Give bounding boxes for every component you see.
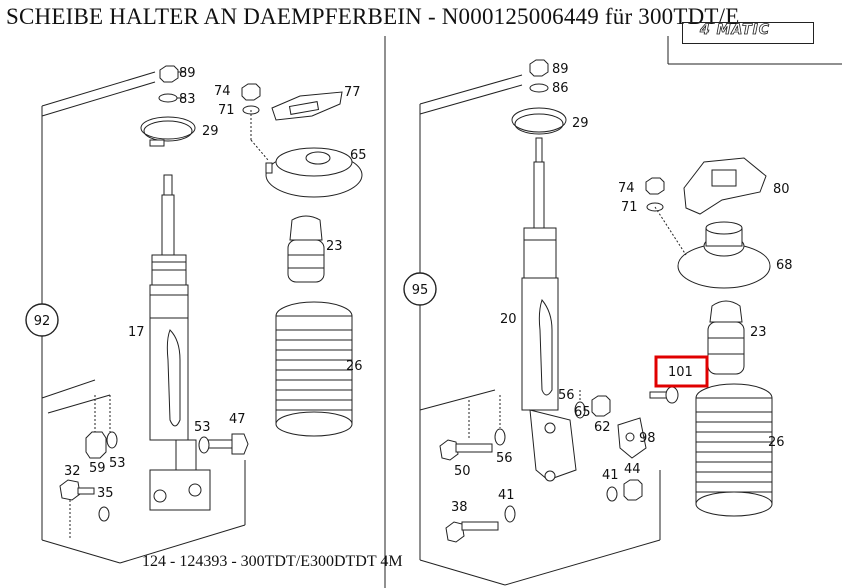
right-label-56a: 56 — [558, 388, 575, 403]
left-label-53b: 53 — [109, 456, 126, 471]
left-label-29: 29 — [202, 124, 219, 139]
4matic-logo — [682, 22, 814, 44]
right-label-50: 50 — [454, 464, 471, 479]
frame-lines — [41, 36, 842, 588]
page-title: SCHEIBE HALTER AN DAEMPFERBEIN - N000125… — [6, 4, 740, 29]
left-label-47: 47 — [229, 412, 246, 427]
right-label-98: 98 — [639, 431, 656, 446]
left-label-83: 83 — [179, 92, 196, 107]
right-label-38: 38 — [451, 500, 468, 515]
left-leader-lines — [69, 110, 269, 540]
right-label-41a: 41 — [602, 468, 619, 483]
left-label-65: 65 — [350, 148, 367, 163]
right-group-number: 95 — [412, 283, 429, 298]
right-label-26: 26 — [768, 435, 785, 450]
highlight-box-101 — [654, 355, 709, 388]
right-label-89: 89 — [552, 62, 569, 77]
right-label-86: 86 — [552, 81, 569, 96]
left-label-26: 26 — [346, 359, 363, 374]
right-label-71: 71 — [621, 200, 638, 215]
right-group-circle — [403, 272, 437, 306]
right-label-80: 80 — [773, 182, 790, 197]
right-label-23: 23 — [750, 325, 767, 340]
right-leader-lines — [468, 206, 687, 440]
left-bellows-ribs — [276, 329, 352, 411]
right-label-44: 44 — [624, 462, 641, 477]
left-label-23: 23 — [326, 239, 343, 254]
right-label-41b: 41 — [498, 488, 515, 503]
right-label-74: 74 — [618, 181, 635, 196]
left-label-77: 77 — [344, 85, 361, 100]
left-parts — [59, 65, 363, 522]
left-label-53a: 53 — [194, 420, 211, 435]
left-label-35: 35 — [97, 486, 114, 501]
right-parts — [439, 59, 773, 543]
model-footer: 124 - 124393 - 300TDT/E300DTDT 4M — [142, 553, 403, 570]
right-bellows-ribs — [696, 411, 772, 493]
left-group-circle — [25, 303, 59, 337]
right-label-65: 65 — [574, 405, 591, 420]
right-label-101: 101 — [668, 365, 693, 380]
left-label-89: 89 — [179, 66, 196, 81]
left-label-59: 59 — [89, 461, 106, 476]
left-label-17: 17 — [128, 325, 145, 340]
4matic-logo-text: 4 MATIC — [700, 22, 771, 39]
left-label-74: 74 — [214, 84, 231, 99]
right-label-20: 20 — [500, 312, 517, 327]
right-label-68: 68 — [776, 258, 793, 273]
left-label-71: 71 — [218, 103, 235, 118]
right-label-56b: 56 — [496, 451, 513, 466]
left-label-32: 32 — [64, 464, 81, 479]
right-label-29: 29 — [572, 116, 589, 131]
right-label-62: 62 — [594, 420, 611, 435]
left-group-number: 92 — [34, 314, 51, 329]
